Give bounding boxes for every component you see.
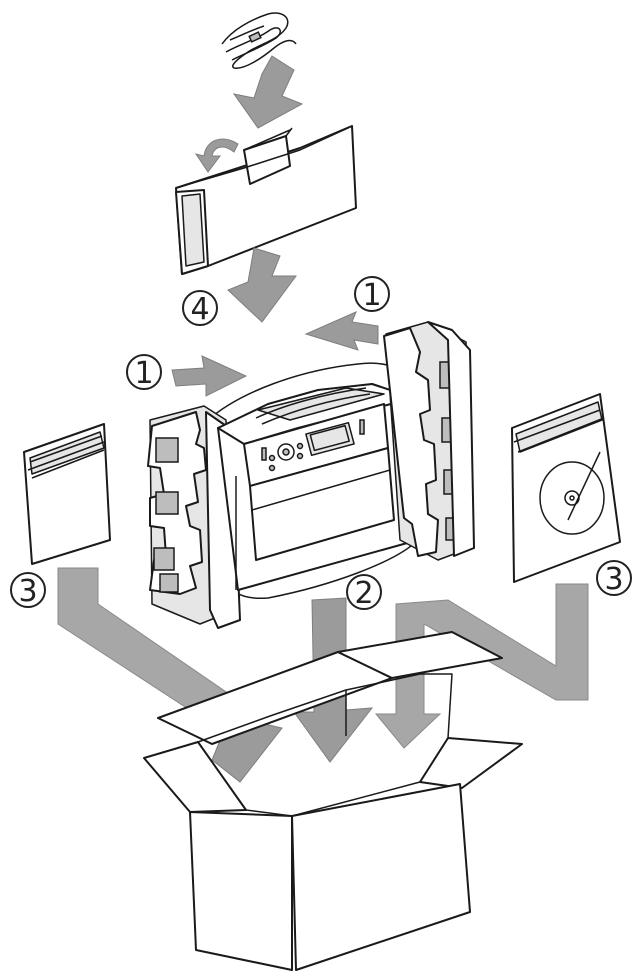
step-1-right-label: 1 xyxy=(362,278,381,313)
arrow-foam-right-in xyxy=(304,311,379,351)
step-3-right-marker: 3 xyxy=(596,560,632,597)
step-3-left-marker: 3 xyxy=(10,572,46,609)
step-4-marker: 4 xyxy=(182,290,218,327)
step-1-left-label: 1 xyxy=(134,356,153,391)
power-cord-icon xyxy=(221,12,297,69)
step-1-left-marker: 1 xyxy=(126,354,162,391)
cover-tray xyxy=(175,125,357,275)
left-accessory-bag xyxy=(23,423,111,565)
right-accessory-bag xyxy=(511,393,621,583)
cardboard-box xyxy=(143,631,523,971)
step-3-left-label: 3 xyxy=(18,574,37,609)
step-3-right-label: 3 xyxy=(604,562,623,597)
arrow-cover-down xyxy=(227,247,297,323)
band-right-accessory xyxy=(374,583,589,749)
arrow-cord-down xyxy=(232,55,304,129)
machine-with-foam xyxy=(147,321,475,629)
step-4-label: 4 xyxy=(190,292,209,327)
step-1-right-marker: 1 xyxy=(354,276,390,313)
step-2-marker: 2 xyxy=(346,574,382,611)
step-2-label: 2 xyxy=(354,576,373,611)
rotate-arrow-icon xyxy=(194,138,239,173)
arrow-foam-left-in xyxy=(171,355,248,397)
